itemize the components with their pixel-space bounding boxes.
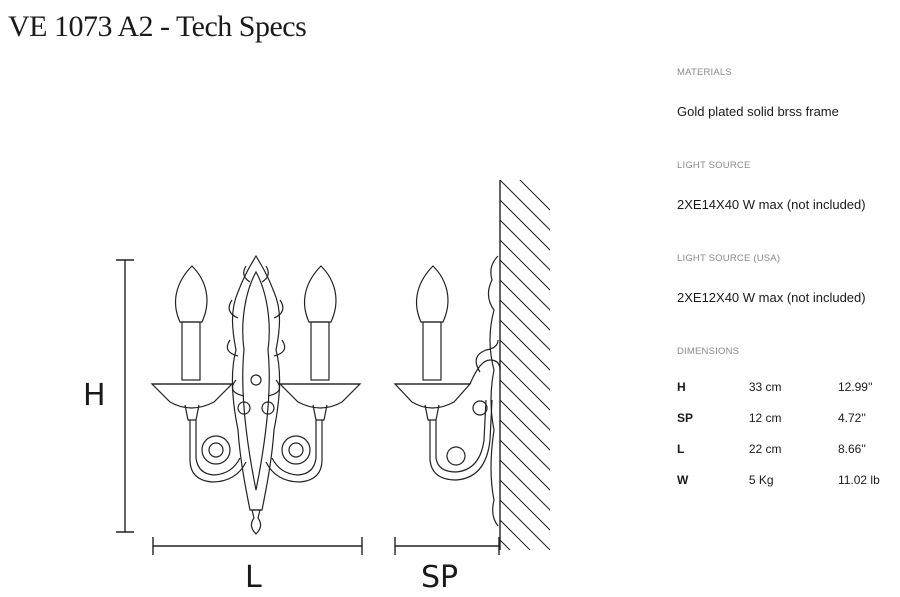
wall bbox=[499, 180, 550, 550]
dimension-key: H bbox=[677, 379, 686, 394]
specs-panel: MATERIALS Gold plated solid brss frame L… bbox=[677, 66, 897, 495]
dimension-imperial: 4.72'' bbox=[837, 410, 866, 425]
table-row: L 22 cm 8.66'' bbox=[677, 433, 897, 464]
page-title: VE 1073 A2 - Tech Specs bbox=[8, 10, 307, 43]
dimension-key: SP bbox=[677, 410, 694, 425]
dimension-key: W bbox=[677, 472, 689, 487]
dimension-imperial: 11.02 lb bbox=[837, 472, 880, 487]
sconce-side-view bbox=[393, 255, 501, 527]
dimension-metric: 33 cm bbox=[748, 379, 782, 394]
dimension-label-h: H bbox=[83, 378, 106, 413]
dimension-label-sp: SP bbox=[421, 560, 459, 595]
light-source-usa-label: LIGHT SOURCE (USA) bbox=[677, 253, 781, 264]
technical-drawing bbox=[116, 180, 550, 555]
table-row: H 33 cm 12.99'' bbox=[677, 371, 897, 402]
dimension-line-l bbox=[152, 537, 363, 555]
dimensions-label: DIMENSIONS bbox=[677, 346, 740, 357]
dimension-imperial: 12.99'' bbox=[837, 379, 873, 394]
dimension-label-l: L bbox=[245, 560, 262, 595]
sconce-front-view bbox=[150, 254, 362, 535]
dimension-key: L bbox=[677, 441, 685, 456]
dimension-metric: 22 cm bbox=[748, 441, 782, 456]
dimension-line-h bbox=[116, 259, 134, 533]
materials-value: Gold plated solid brss frame bbox=[677, 104, 839, 119]
light-source-label: LIGHT SOURCE bbox=[677, 160, 751, 171]
dimension-line-sp bbox=[394, 537, 500, 555]
table-row: W 5 Kg 11.02 lb bbox=[677, 464, 897, 495]
dimension-imperial: 8.66'' bbox=[837, 441, 866, 456]
light-source-value: 2XE14X40 W max (not included) bbox=[677, 197, 866, 212]
dimensions-table: H 33 cm 12.99'' SP 12 cm 4.72'' L 22 cm … bbox=[677, 371, 897, 495]
table-row: SP 12 cm 4.72'' bbox=[677, 402, 897, 433]
dimension-metric: 12 cm bbox=[748, 410, 782, 425]
light-source-usa-value: 2XE12X40 W max (not included) bbox=[677, 290, 866, 305]
dimension-metric: 5 Kg bbox=[748, 472, 774, 487]
materials-label: MATERIALS bbox=[677, 67, 732, 78]
